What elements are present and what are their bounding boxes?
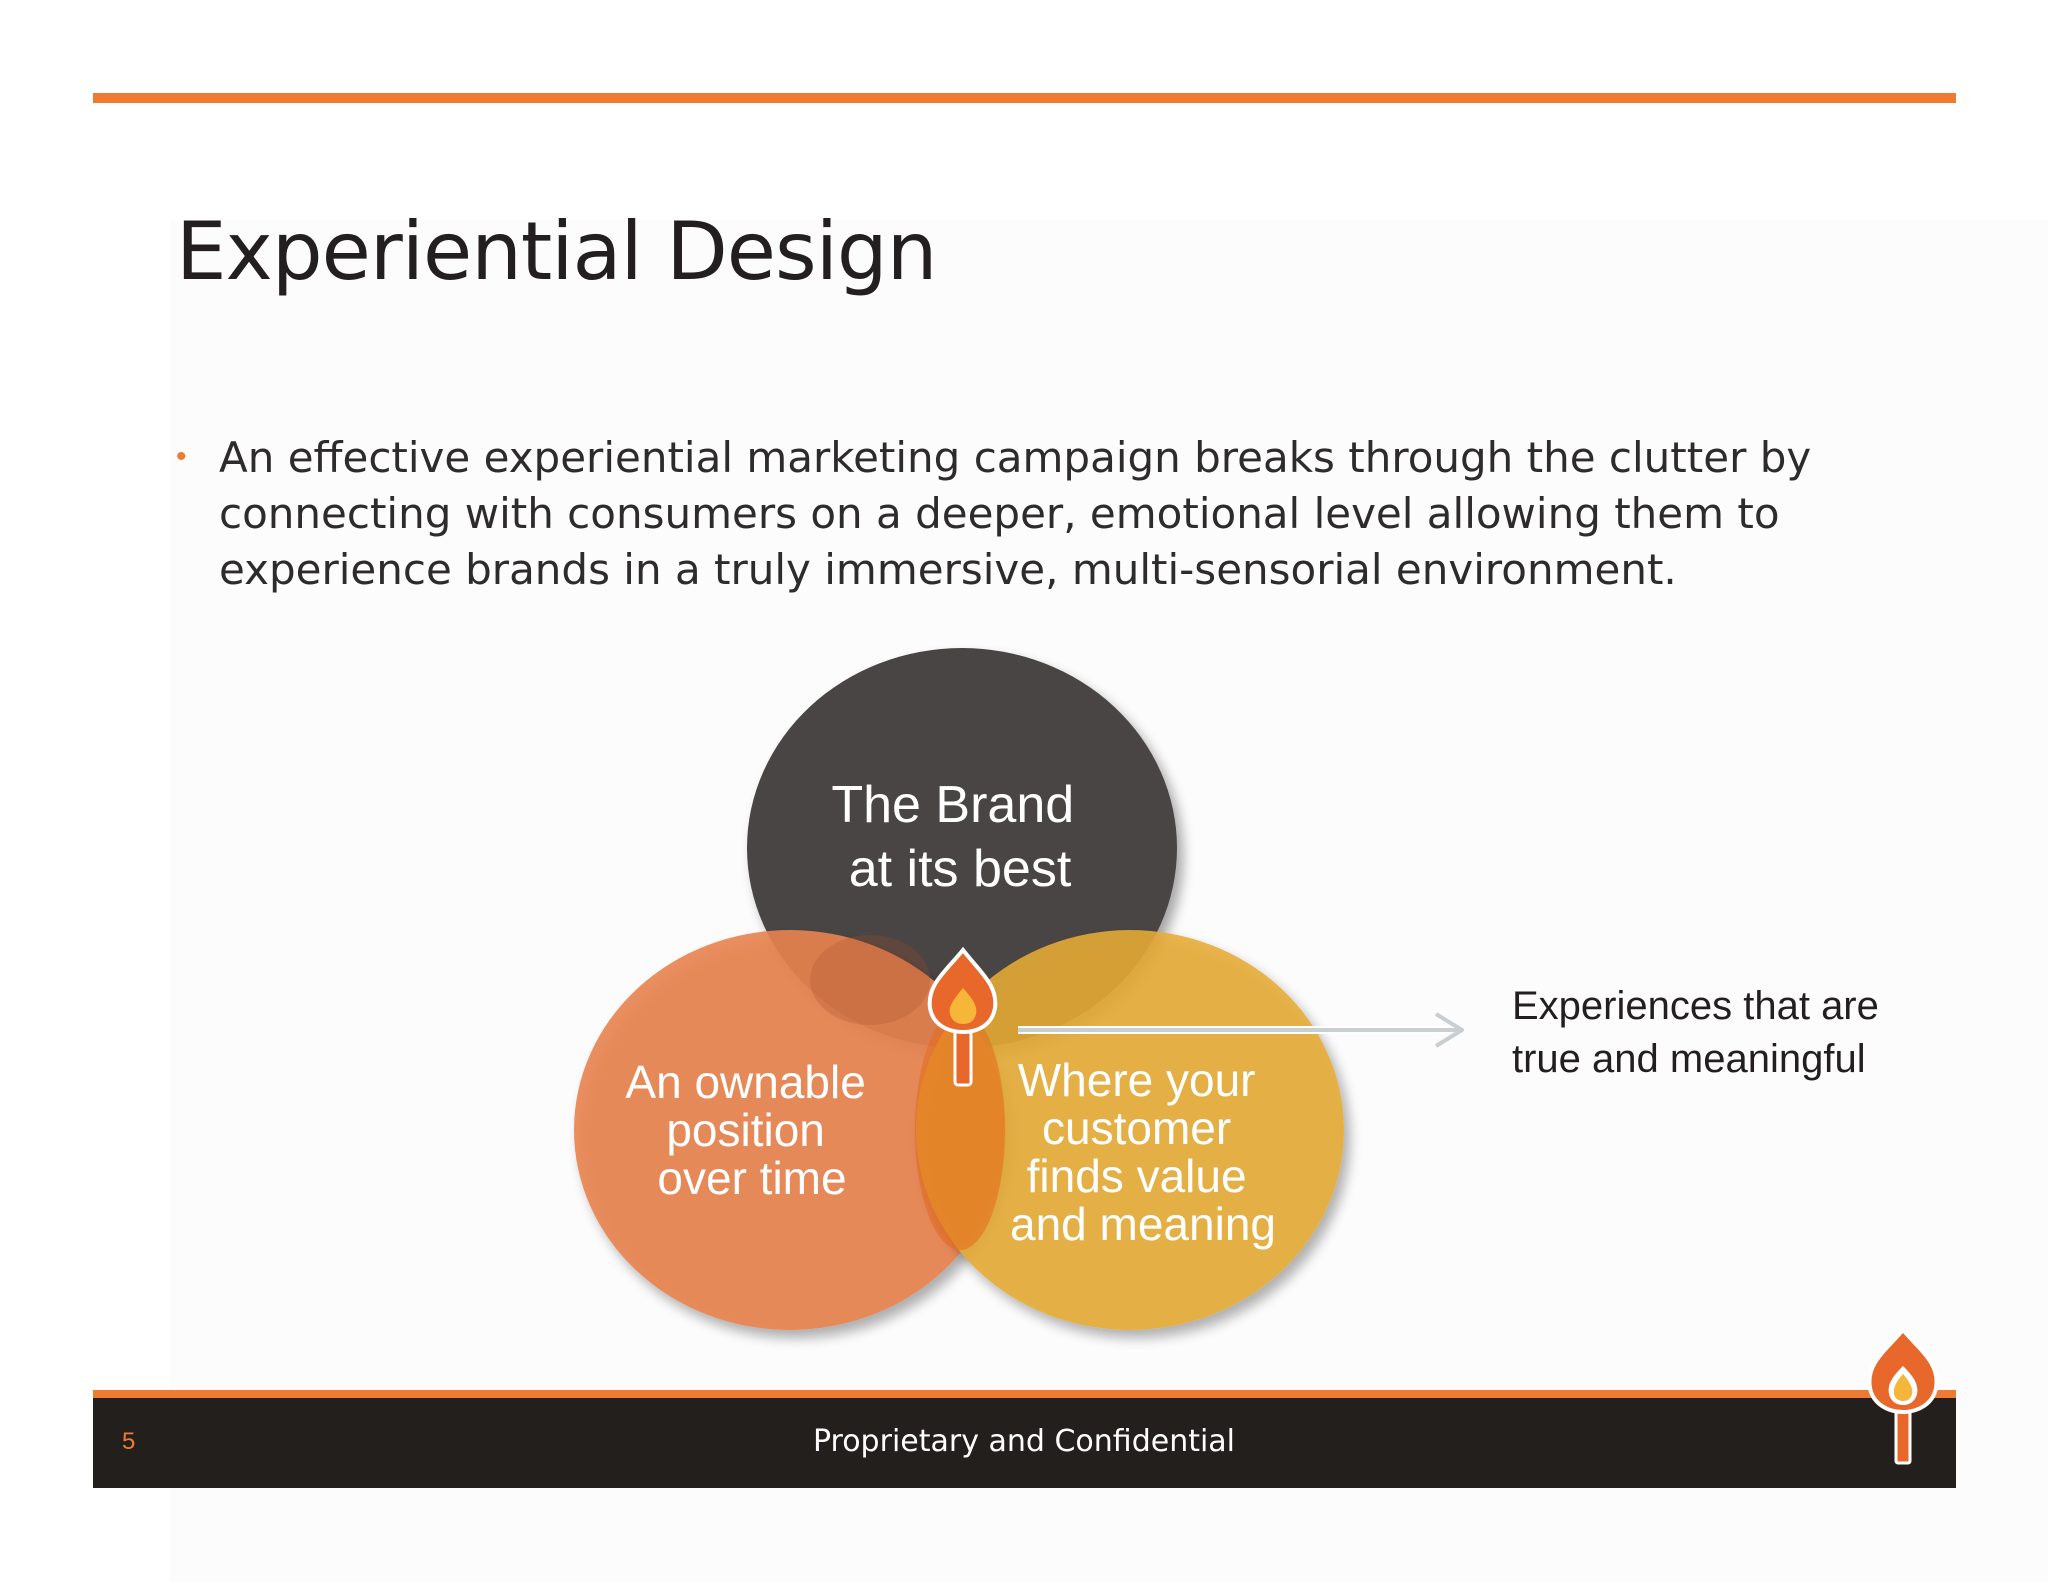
footer-accent-rule — [93, 1390, 1956, 1398]
callout-arrow — [1018, 1012, 1464, 1048]
bullet-text: An effective experiential marketing camp… — [219, 430, 1811, 598]
footer-text: Proprietary and Confidential — [812, 1424, 1236, 1459]
bullet-line-3: experience brands in a truly immersive, … — [219, 545, 1677, 594]
callout-line-2: true and meaningful — [1512, 1037, 1866, 1081]
venn-overlap-position-customer — [915, 1010, 1005, 1250]
bullet-line-1: An effective experiential marketing camp… — [219, 433, 1812, 482]
footer-bar — [93, 1398, 1956, 1488]
venn-label-brand: The Brand at its best — [831, 776, 1088, 898]
bullet-marker: • — [176, 440, 187, 473]
venn-label-ownable-position: An ownable position over time — [625, 1056, 878, 1204]
torch-icon — [927, 946, 998, 1087]
callout-text: Experiences that are true and meaningful — [1512, 980, 1879, 1086]
slide-title: Experiential Design — [176, 205, 937, 298]
torch-logo-icon — [1867, 1328, 1939, 1465]
venn-circle-ownable-position — [574, 930, 1006, 1330]
page-number: 5 — [122, 1428, 136, 1455]
callout-line-1: Experiences that are — [1512, 984, 1879, 1028]
bullet-line-2: connecting with consumers on a deeper, e… — [219, 489, 1780, 538]
top-accent-rule — [93, 93, 1956, 103]
venn-overlap-brand-position — [810, 935, 930, 1025]
venn-label-customer-value: Where your customer finds value and mean… — [1010, 1054, 1276, 1250]
